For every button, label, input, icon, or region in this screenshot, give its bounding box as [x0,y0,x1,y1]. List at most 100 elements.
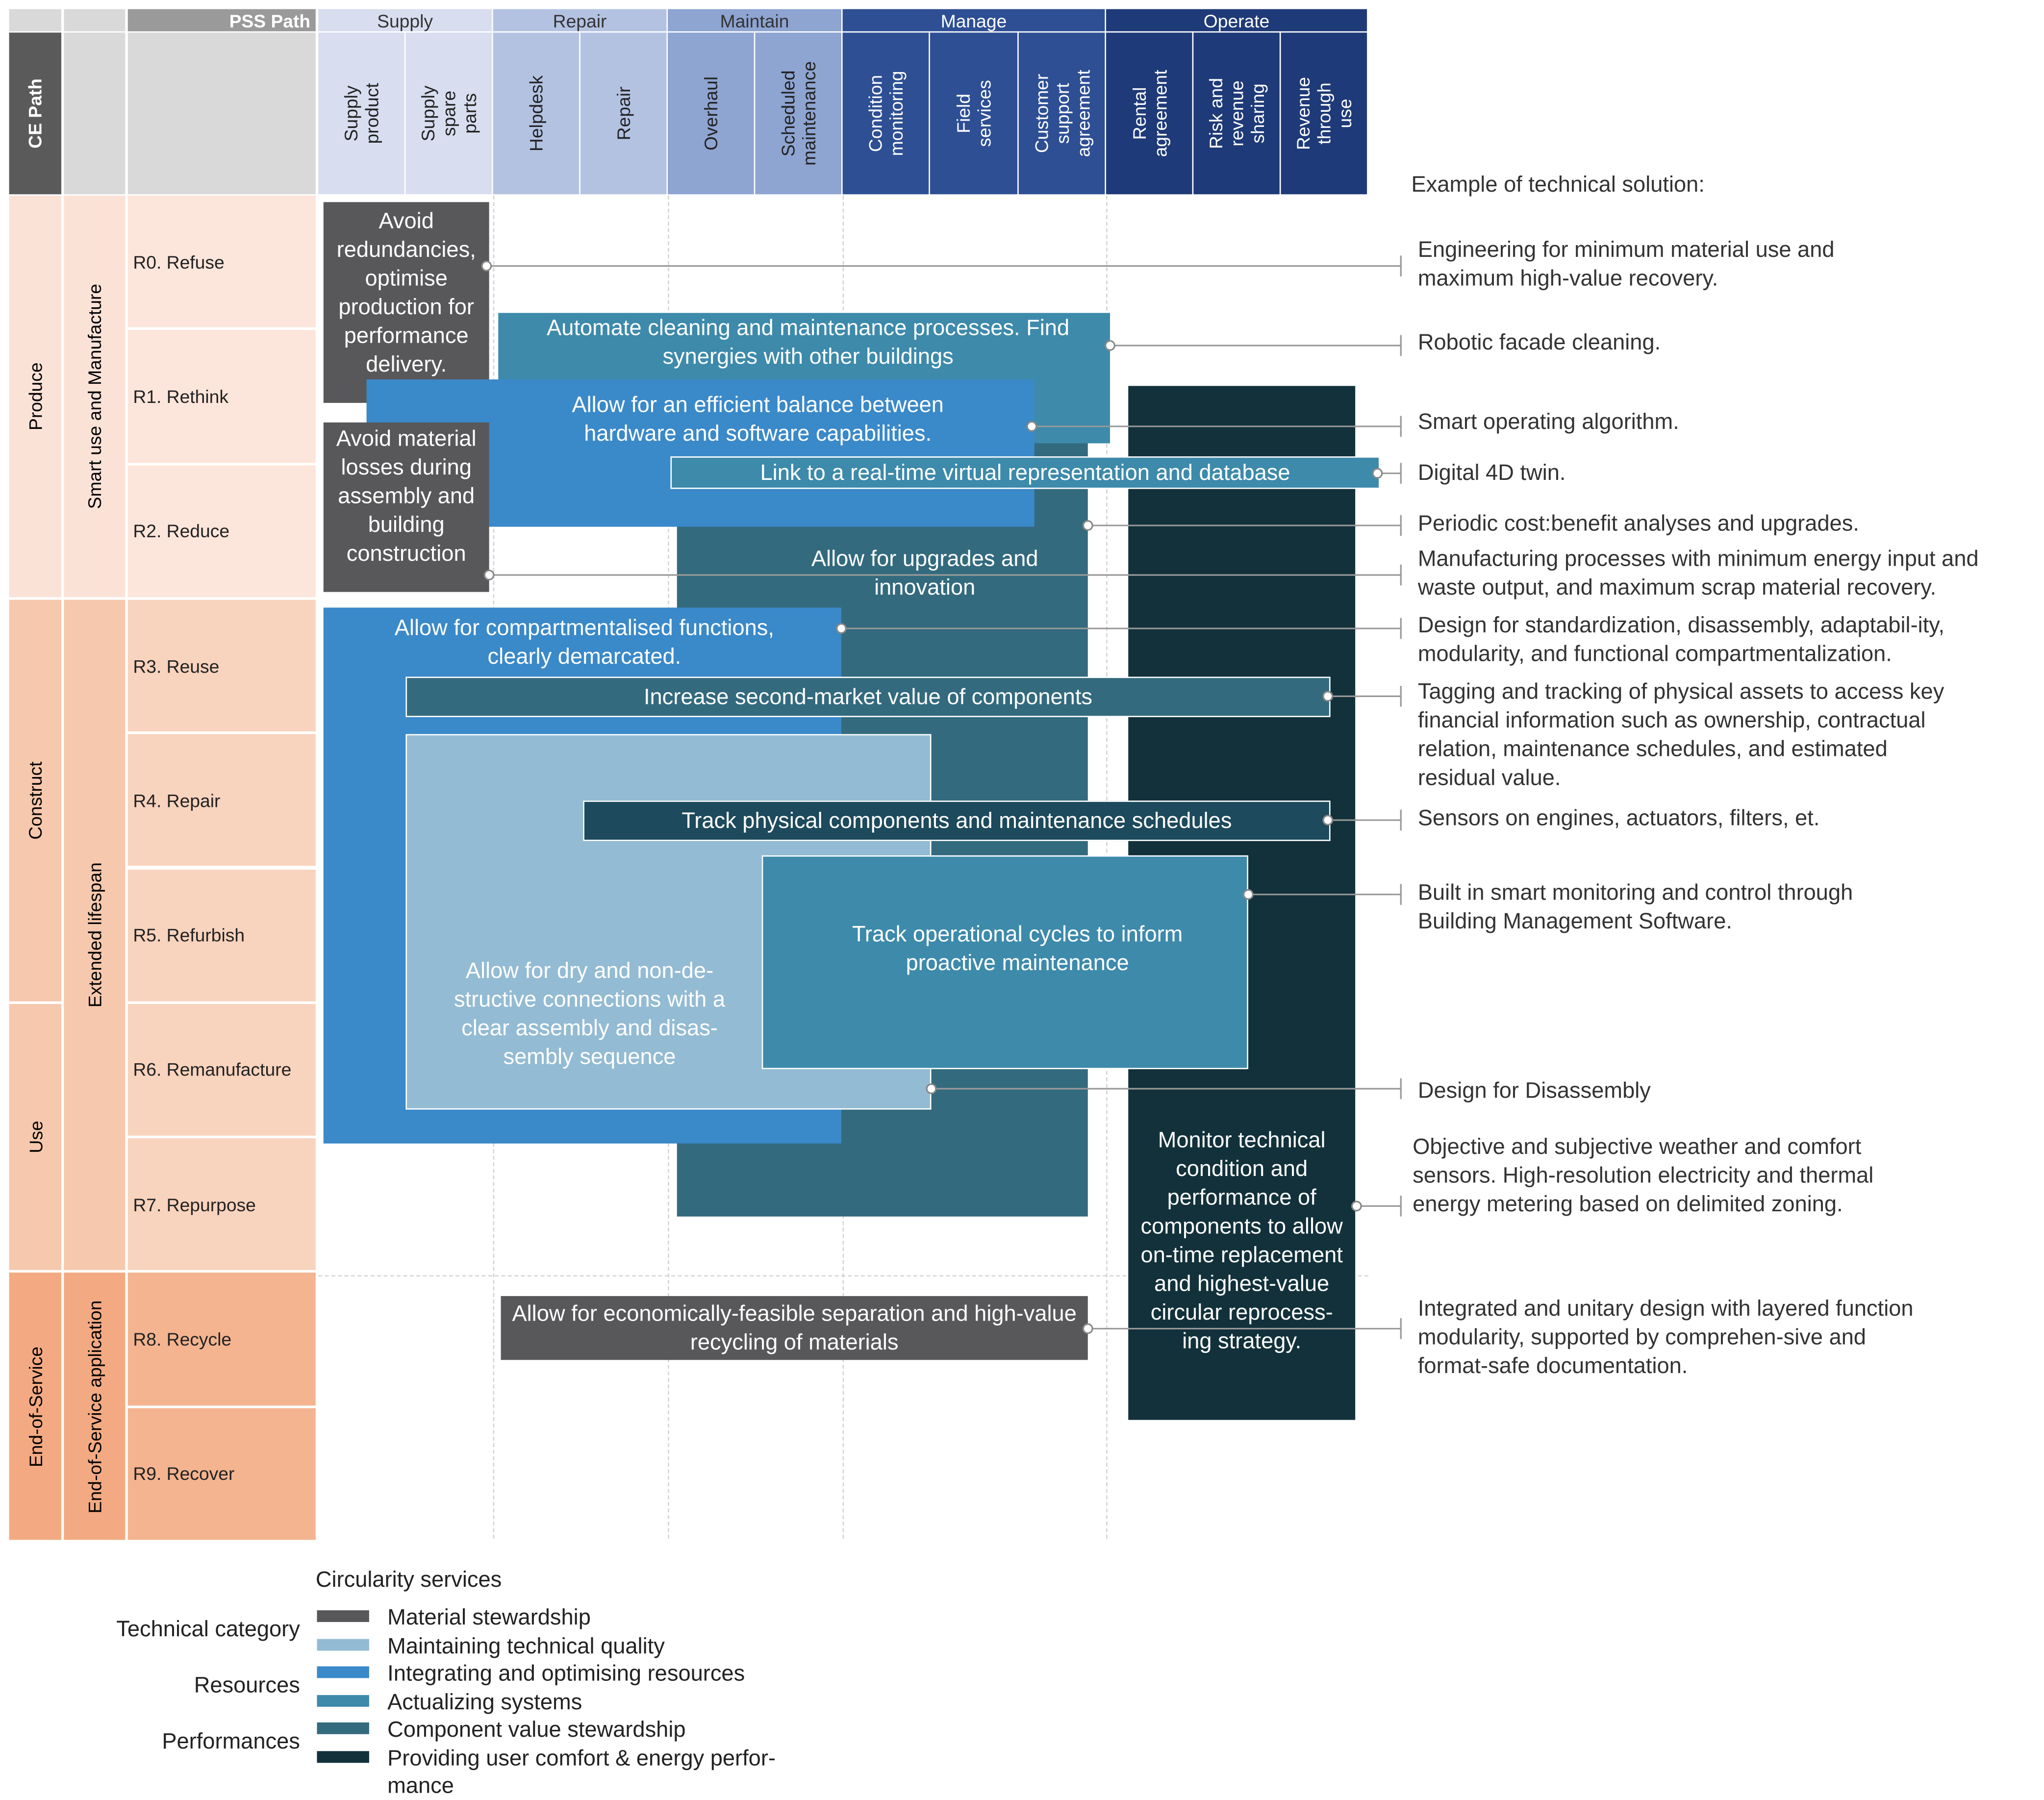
leader-line [486,255,1402,276]
pss-group-label: Operate [1203,9,1270,31]
level-label: R6. Remanufacture [133,1059,292,1080]
leader-line [1110,335,1402,356]
level-label: R5. Refurbish [133,925,245,946]
level-cell: R9. Recover [127,1407,316,1540]
leader-line [1328,809,1402,831]
example-text: Digital 4D twin. [1417,460,1566,485]
phase-cell: Produce [9,195,62,597]
second-market-label: Increase second-market value of componen… [643,684,1093,709]
legend-swatch [317,1694,369,1706]
pss-group-label: Supply [377,9,433,31]
example-text: Objective and subjective weather and com… [1413,1134,1874,1217]
service-header: Customer support agreement [1018,32,1105,195]
avoid-material-losses-box: Avoid material losses during assembly an… [323,422,489,592]
legend-swatch [317,1638,369,1650]
leader-line [1032,416,1402,437]
pss-group-label: Repair [553,9,607,31]
track-components-label: Track physical components and maintenanc… [681,807,1232,833]
service-header: Supply product [318,32,404,195]
leader-dot [1082,1323,1093,1334]
level-label: R7. Repurpose [133,1194,256,1215]
examples-heading: Example of technical solution: [1411,172,1705,197]
example-text: Robotic facade cleaning. [1417,329,1661,355]
example-text: Periodic cost:benefit analyses and upgra… [1417,511,1859,536]
corner-header [9,9,62,31]
legend-label: Integrating and optimising resources [387,1661,745,1686]
phase-cell: Construct [9,600,62,1001]
leader-dot [1026,421,1037,432]
phase-cell: End-of-Service [9,1273,62,1540]
pss-group-supply: Supply [318,9,492,31]
recycling-label: Allow for economically-feasible separati… [512,1300,1077,1354]
level-header-body [127,32,316,195]
automate-cleaning-label: Automate cleaning and maintenance proces… [547,315,1070,369]
level-cell: R5. Refurbish [127,869,316,1001]
ce-path-header: CE Path [9,32,62,195]
leader-dot [1372,468,1383,479]
strategy-header-body [64,32,126,195]
legend-category: Technical category [116,1617,300,1642]
legend-label: Maintaining technical quality [387,1633,665,1658]
service-header: Risk and revenue sharing [1193,32,1280,195]
leader-dot [1082,520,1093,531]
example-text: Engineering for minimum material use and… [1417,237,1835,291]
example-text: Built in smart monitoring and control th… [1417,880,1853,934]
leader-dot [836,623,847,634]
leader-dot [1105,340,1115,351]
service-header: Helpdesk [493,32,580,195]
level-cell: R6. Remanufacture [127,1003,316,1136]
recycling-box: Allow for economically-feasible separati… [501,1296,1088,1360]
level-cell: R0. Refuse [127,195,316,328]
leader-line [1087,1318,1402,1339]
legend-title: Circularity services [315,1567,502,1592]
pss-group-operate: Operate [1106,9,1367,31]
example-text: Sensors on engines, actuators, filters, … [1417,805,1820,831]
link-virtual-label: Link to a real-time virtual representati… [760,459,1290,485]
link-virtual-box: Link to a real-time virtual representati… [670,456,1380,489]
strategy-header [64,9,126,31]
track-cycles-label: Track operational cycles to inform proac… [852,922,1183,975]
leader-dot [1243,889,1254,900]
legend-swatch [317,1610,369,1622]
legend-swatch [317,1666,369,1678]
strategy-cell: Smart use and Manufacture [64,195,126,597]
level-label: R3. Reuse [133,655,220,676]
example-text: Design for Disassembly [1417,1078,1651,1103]
level-cell: R2. Reduce [127,465,316,597]
example-text: Tagging and tracking of physical assets … [1417,679,1944,790]
service-header: Rental agreement [1106,32,1192,195]
service-header: Supply spare parts [405,32,492,195]
level-cell: R7. Repurpose [127,1138,316,1271]
example-text: Design for standardization, disassembly,… [1417,613,1945,667]
second-market-box: Increase second-market value of componen… [405,676,1331,717]
service-header: Overhaul [668,32,754,195]
legend-label: Providing user comfort & energy perfor-m… [387,1745,776,1799]
level-cell: R8. Recycle [127,1273,316,1405]
service-header: Scheduled maintenance [755,32,841,195]
level-label: R1. Rethink [133,386,228,407]
level-label: R4. Repair [133,790,221,811]
legend-label: Component value stewardship [387,1717,686,1742]
leader-dot [481,260,492,272]
row-separator [318,1275,1368,1277]
leader-dot [483,570,495,580]
level-cell: R3. Reuse [127,600,316,732]
leader-dot [1322,815,1334,825]
service-header: Revenue through use [1281,32,1367,195]
pss-group-label: Manage [940,9,1007,31]
legend-swatch [317,1750,369,1762]
leader-line [1328,686,1402,707]
upgrades-label: Allow for upgrades and innovation [811,546,1038,600]
dry-connections-label: Allow for dry and non-de-structive conne… [454,958,726,1070]
legend-label: Material stewardship [387,1605,591,1630]
efficient-balance-label: Allow for an efficient balance between h… [572,392,944,446]
strategy-cell: Extended lifespan [64,600,126,1271]
level-label: R2. Reduce [133,520,230,542]
phase-cell: Use [9,1003,62,1271]
level-cell: R1. Rethink [127,330,316,463]
pss-path-label: PSS Path [229,9,311,31]
avoid-redundancies-box: Avoid redundancies, optimise production … [323,202,489,403]
track-components-box: Track physical components and maintenanc… [583,800,1331,841]
leader-line [489,564,1402,586]
